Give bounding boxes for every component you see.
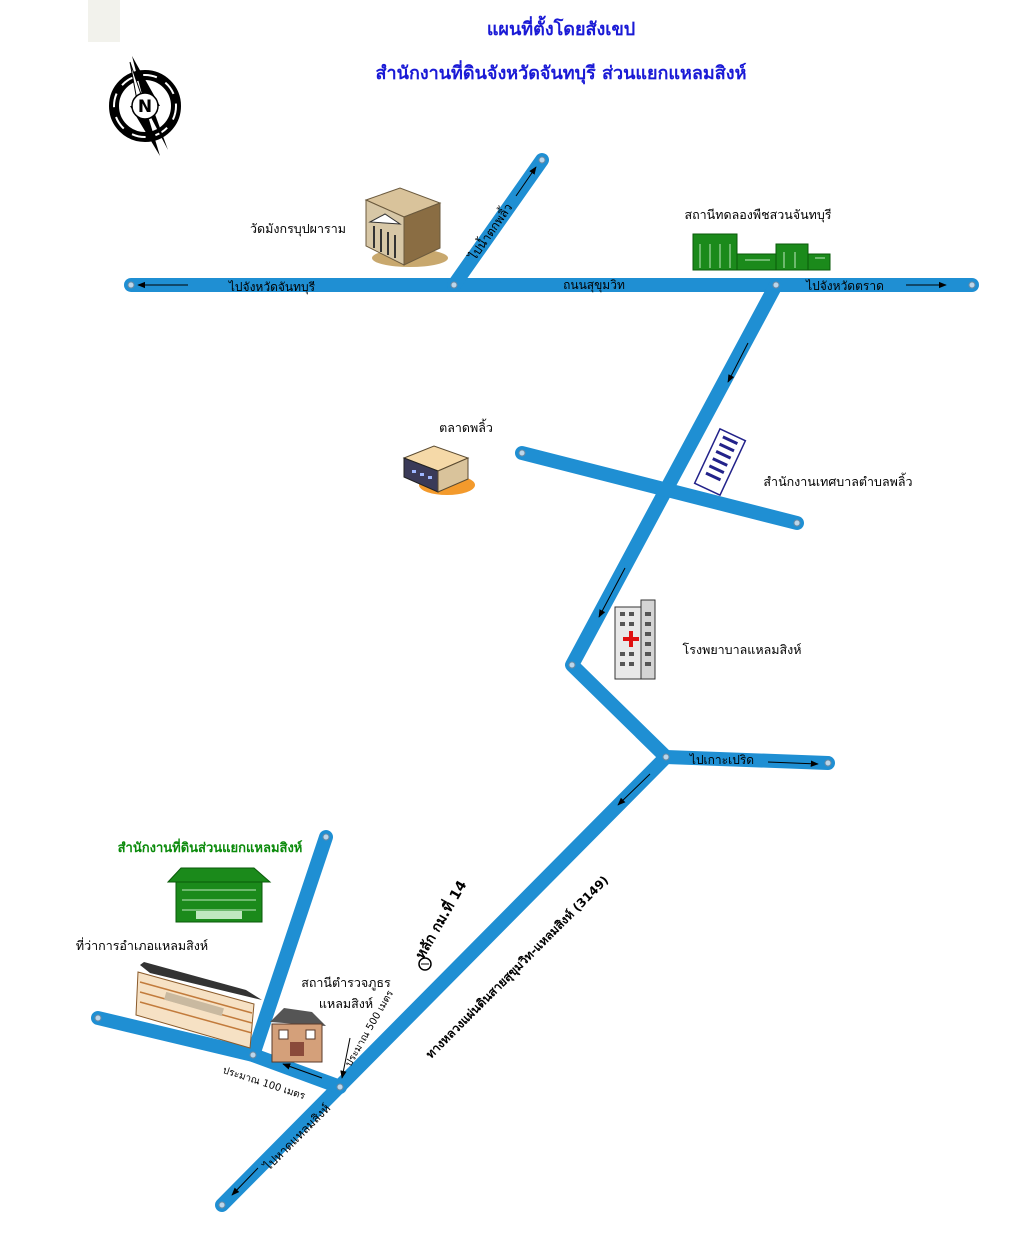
arrow-100m: [282, 1063, 323, 1079]
junction-dot: [322, 833, 330, 841]
map-subtitle: สำนักงานที่ดินจังหวัดจันทบุรี ส่วนแยกแหล…: [375, 63, 747, 84]
hospital-icon: [614, 599, 656, 680]
phlio-cross-road: [515, 446, 804, 530]
land-office-icon: [166, 867, 272, 923]
label-to-trat: ไปจังหวัดตราด: [805, 279, 884, 293]
label-hospital: โรงพยาบาลแหลมสิงห์: [683, 642, 802, 657]
arrow-to-ko-pet: [767, 760, 819, 767]
arrow-hwy-2: [598, 567, 626, 618]
junction-dot: [824, 759, 832, 767]
junction-dot: [249, 1051, 257, 1059]
label-wat: วัดมังกรบุปผาราม: [250, 221, 346, 237]
arrow-500m: [340, 1037, 351, 1079]
junction-dot: [94, 1014, 102, 1022]
temple-icon: [364, 187, 448, 267]
junction-dot: [518, 449, 526, 457]
junction-dot: [772, 281, 780, 289]
label-sukhumvit: ถนนสุขุมวิท: [563, 278, 625, 293]
map-title: แผนที่ตั้งโดยสังเขป: [486, 19, 636, 40]
junction-dot: [793, 519, 801, 527]
junction-dot: [568, 661, 576, 669]
research-station-icon: [692, 233, 831, 271]
label-land-office: สำนักงานที่ดินส่วนแยกแหลมสิงห์: [118, 838, 303, 856]
arrow-hwy-3: [617, 773, 651, 806]
junction-dot: [450, 281, 458, 289]
label-to-beach: ไปหาดแหลมสิงห์: [260, 1101, 333, 1174]
label-research-station: สถานีทดลองพืชสวนจันทบุรี: [684, 207, 831, 223]
compass-icon: N: [109, 56, 181, 156]
arrow-to-namtok: [515, 166, 537, 197]
compass-letter: N: [138, 97, 152, 117]
junction-dot: [218, 1201, 226, 1209]
junction-dot: [538, 156, 546, 164]
junction-dot: [336, 1083, 344, 1091]
label-to-chanthaburi: ไปจังหวัดจันทบุรี: [228, 280, 316, 295]
label-market: ตลาดพลิ้ว: [439, 418, 493, 435]
corner-box: [88, 0, 120, 42]
market-icon: [402, 445, 475, 495]
label-km-marker: หลัก กม.ที่ 14: [410, 876, 470, 962]
junction-dot: [127, 281, 135, 289]
label-to-ko-pet: ไปเกาะเปริด: [689, 753, 754, 767]
arrow-to-beach: [231, 1167, 259, 1196]
ko-pet-road: [659, 750, 835, 770]
municipal-office-icon: [693, 427, 747, 497]
km-marker-icon: [418, 957, 432, 971]
label-district-office: ที่ว่าการอำเภอแหลมสิงห์: [76, 937, 208, 953]
arrow-hwy-1: [727, 342, 749, 383]
land-office-road: [246, 830, 333, 1062]
namtok-phlio-road: [447, 153, 549, 292]
label-police-line1: สถานีตำรวจภูธร: [301, 975, 391, 991]
district-office-icon: [135, 962, 262, 1049]
junction-dot: [968, 281, 976, 289]
police-station-icon: [270, 1008, 326, 1063]
label-police-line2: แหลมสิงห์: [319, 996, 373, 1011]
label-to-namtok-phlio: ไปน้ำตกพลิ้ว: [464, 200, 515, 264]
label-municipal-office: สำนักงานเทศบาลตำบลพลิ้ว: [763, 472, 912, 489]
highway-3149: [215, 278, 783, 1212]
junction-dot: [662, 753, 670, 761]
